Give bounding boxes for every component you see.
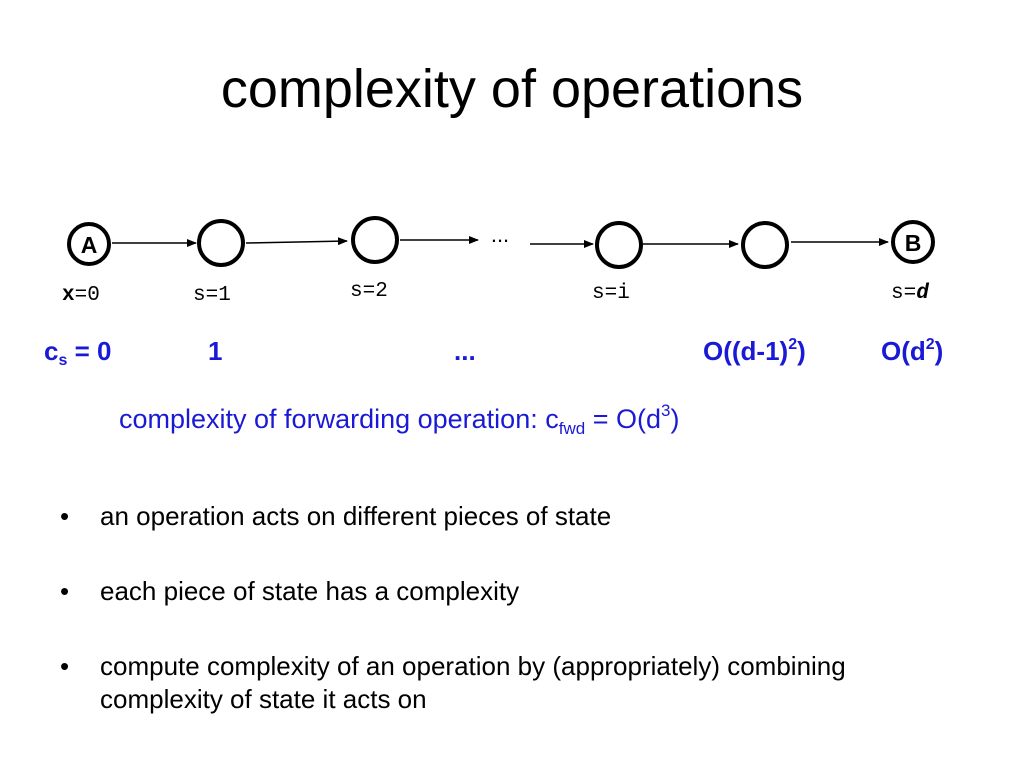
bullet-list: • an operation acts on different pieces … <box>60 500 960 758</box>
label-x0: x=0 <box>62 284 100 307</box>
node-si <box>595 221 643 269</box>
node-b <box>891 220 935 264</box>
node-a <box>67 222 111 266</box>
bullet-text: each piece of state has a complexity <box>100 576 520 606</box>
node-b-label: B <box>905 230 922 256</box>
bullet-item: • each piece of state has a complexity <box>60 575 960 608</box>
label-si: s=i <box>592 282 630 305</box>
node-s1 <box>197 219 245 267</box>
complexity-s0: cs = 0 <box>44 336 112 369</box>
node-ellipsis: ... <box>491 222 509 247</box>
node-a-label: A <box>81 232 98 258</box>
page-title: complexity of operations <box>220 59 804 119</box>
complexity-s-d-minus-1: O((d-1)2) <box>703 336 806 366</box>
bullet-text: compute complexity of an operation by (a… <box>100 651 846 714</box>
path-diagram: A ... B <box>67 216 935 269</box>
complexity-s-d: O(d2) <box>881 336 944 366</box>
complexity-dots: ... <box>454 336 476 366</box>
node-s2 <box>351 216 399 264</box>
label-s1: s=1 <box>193 284 231 307</box>
edge-s1-to-s2 <box>245 237 348 246</box>
bullet-symbol: • <box>60 651 70 681</box>
label-s2: s=2 <box>350 280 388 303</box>
bullet-text: an operation acts on different pieces of… <box>100 501 612 531</box>
bullet-item: • an operation acts on different pieces … <box>60 500 960 533</box>
bullet-symbol: • <box>60 501 70 531</box>
complexity-s1: 1 <box>208 336 223 366</box>
forwarding-complexity: complexity of forwarding operation: cfwd… <box>119 401 680 438</box>
label-sd: s=d <box>891 282 929 305</box>
bullet-symbol: • <box>60 576 70 606</box>
bullet-item: • compute complexity of an operation by … <box>60 650 960 716</box>
node-s-next <box>741 221 789 269</box>
